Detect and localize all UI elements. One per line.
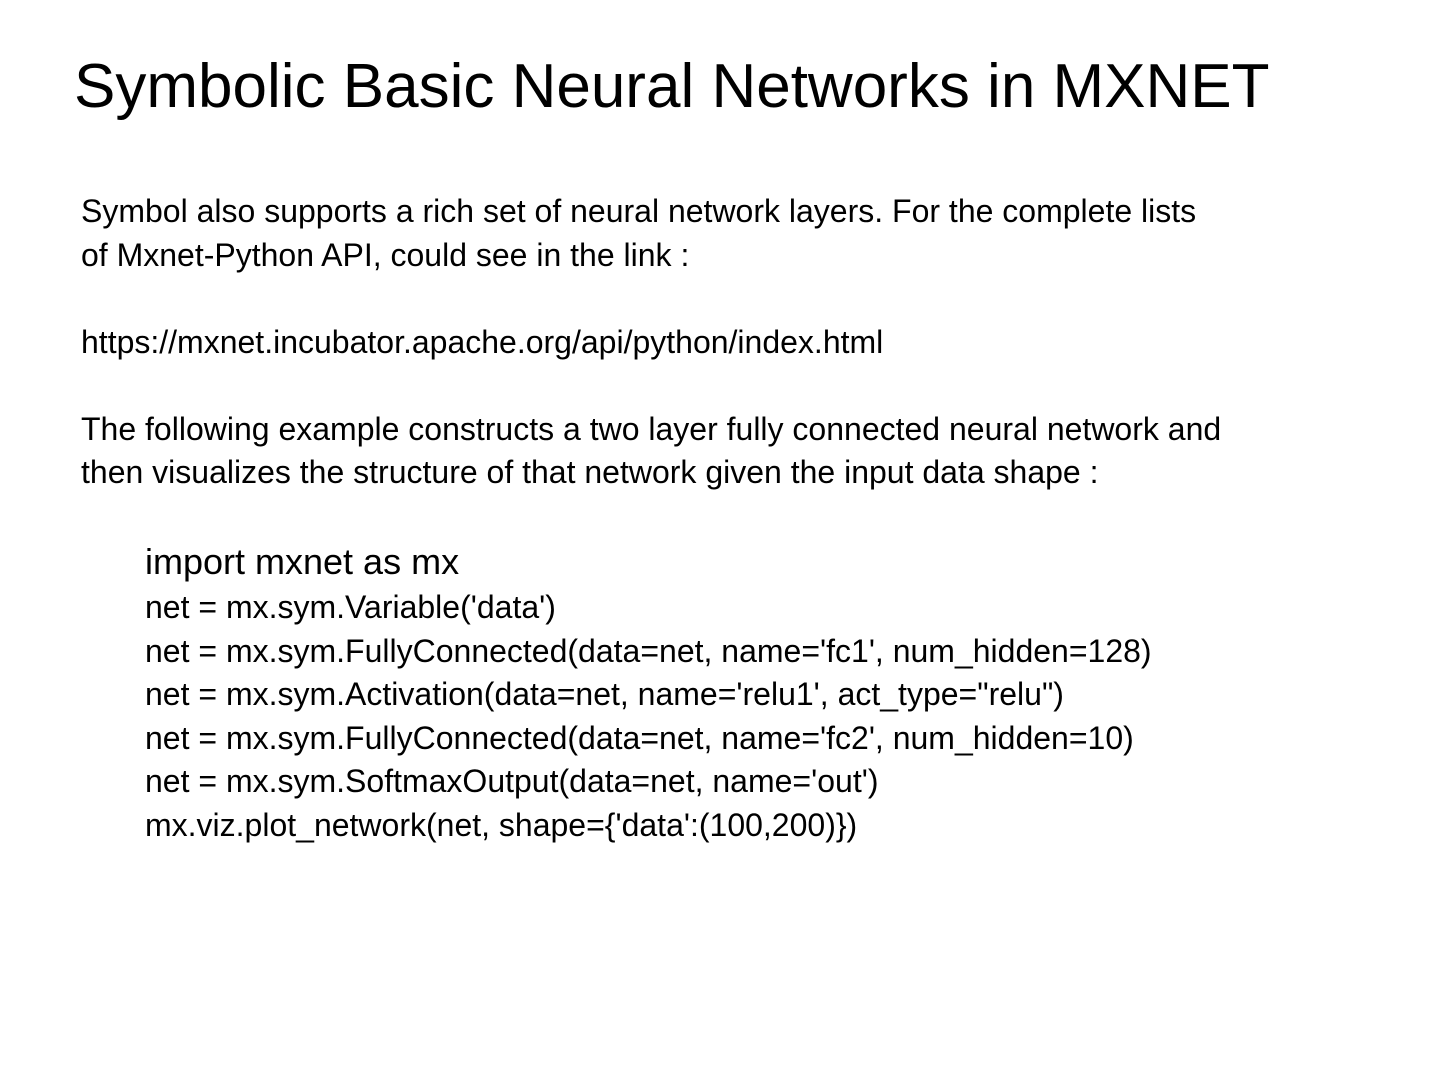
example-paragraph-line-2: then visualizes the structure of that ne… bbox=[81, 454, 1099, 490]
code-line-softmaxoutput: net = mx.sym.SoftmaxOutput(data=net, nam… bbox=[145, 763, 879, 799]
slide-title: Symbolic Basic Neural Networks in MXNET bbox=[74, 52, 1270, 121]
slide-body: Symbol also supports a rich set of neura… bbox=[81, 190, 1221, 847]
code-line-activation-relu1: net = mx.sym.Activation(data=net, name='… bbox=[145, 676, 1064, 712]
code-line-fullyconnected-fc1: net = mx.sym.FullyConnected(data=net, na… bbox=[145, 632, 1152, 669]
intro-paragraph-line-1: Symbol also supports a rich set of neura… bbox=[81, 193, 1197, 229]
code-line-plot-network: mx.viz.plot_network(net, shape={'data':(… bbox=[145, 806, 858, 843]
code-line-fullyconnected-fc2: net = mx.sym.FullyConnected(data=net, na… bbox=[145, 719, 1134, 756]
blank-line bbox=[81, 277, 1221, 321]
intro-paragraph-line-2: of Mxnet-Python API, could see in the li… bbox=[81, 236, 690, 273]
code-block: import mxnet as mx net = mx.sym.Variable… bbox=[145, 538, 1221, 847]
api-url: https://mxnet.incubator.apache.org/api/p… bbox=[81, 323, 884, 360]
code-line-import: import mxnet as mx bbox=[145, 541, 460, 582]
blank-line bbox=[81, 495, 1221, 539]
example-paragraph-line-1: The following example constructs a two l… bbox=[81, 410, 1222, 447]
blank-line bbox=[81, 364, 1221, 408]
code-line-variable: net = mx.sym.Variable('data') bbox=[145, 589, 556, 625]
